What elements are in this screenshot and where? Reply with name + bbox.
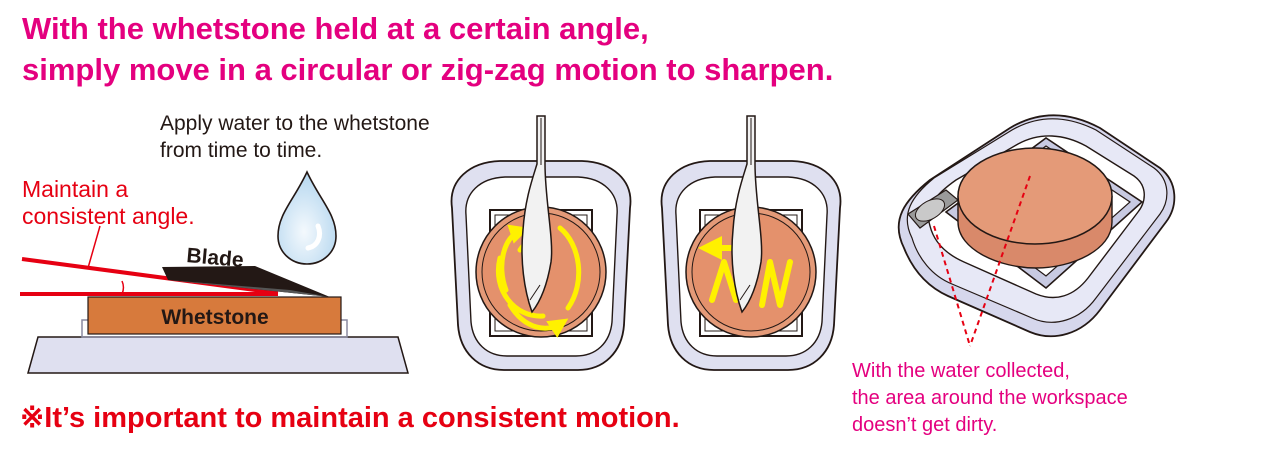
side-view-diagram: Whetstone Blade — [20, 225, 409, 374]
water-note: Apply water to the whetstone from time t… — [160, 110, 430, 164]
water-note-line-2: from time to time. — [160, 139, 323, 162]
water-collection-note: With the water collected, the area aroun… — [852, 358, 1128, 439]
top-view-circular — [450, 115, 632, 371]
important-note: ※It’s important to maintain a consistent… — [20, 402, 680, 434]
angle-reference-line — [21, 257, 279, 295]
angle-arc — [121, 280, 125, 295]
headline-line-1: With the whetstone held at a certain ang… — [22, 11, 649, 46]
knife-zigzag — [731, 115, 763, 314]
water-flow-indicator — [933, 175, 1031, 347]
collect-note-line-1: With the water collected, — [852, 360, 1070, 382]
whetstone-label: Whetstone — [161, 306, 268, 329]
collect-note-line-2: the area around the workspace — [852, 387, 1128, 409]
blade-shape — [162, 266, 330, 297]
water-note-line-1: Apply water to the whetstone — [160, 112, 430, 135]
blade-edge — [168, 280, 330, 297]
water-drop-icon — [277, 170, 337, 265]
angle-note-leader — [87, 225, 101, 269]
headline-line-2: simply move in a circular or zig-zag mot… — [22, 52, 834, 87]
angle-note-line-2: consistent angle. — [22, 203, 195, 229]
isometric-holder — [897, 114, 1176, 347]
headline: With the whetstone held at a certain ang… — [22, 8, 833, 90]
collect-note-line-3: doesn’t get dirty. — [852, 414, 998, 436]
top-view-zigzag — [660, 115, 842, 371]
angle-note-line-1: Maintain a — [22, 176, 129, 202]
whetstone-block — [87, 296, 342, 335]
knife-circular — [521, 115, 553, 314]
blade-label: Blade — [186, 244, 245, 272]
angle-note: Maintain a consistent angle. — [22, 176, 195, 230]
base-tray — [27, 336, 409, 374]
